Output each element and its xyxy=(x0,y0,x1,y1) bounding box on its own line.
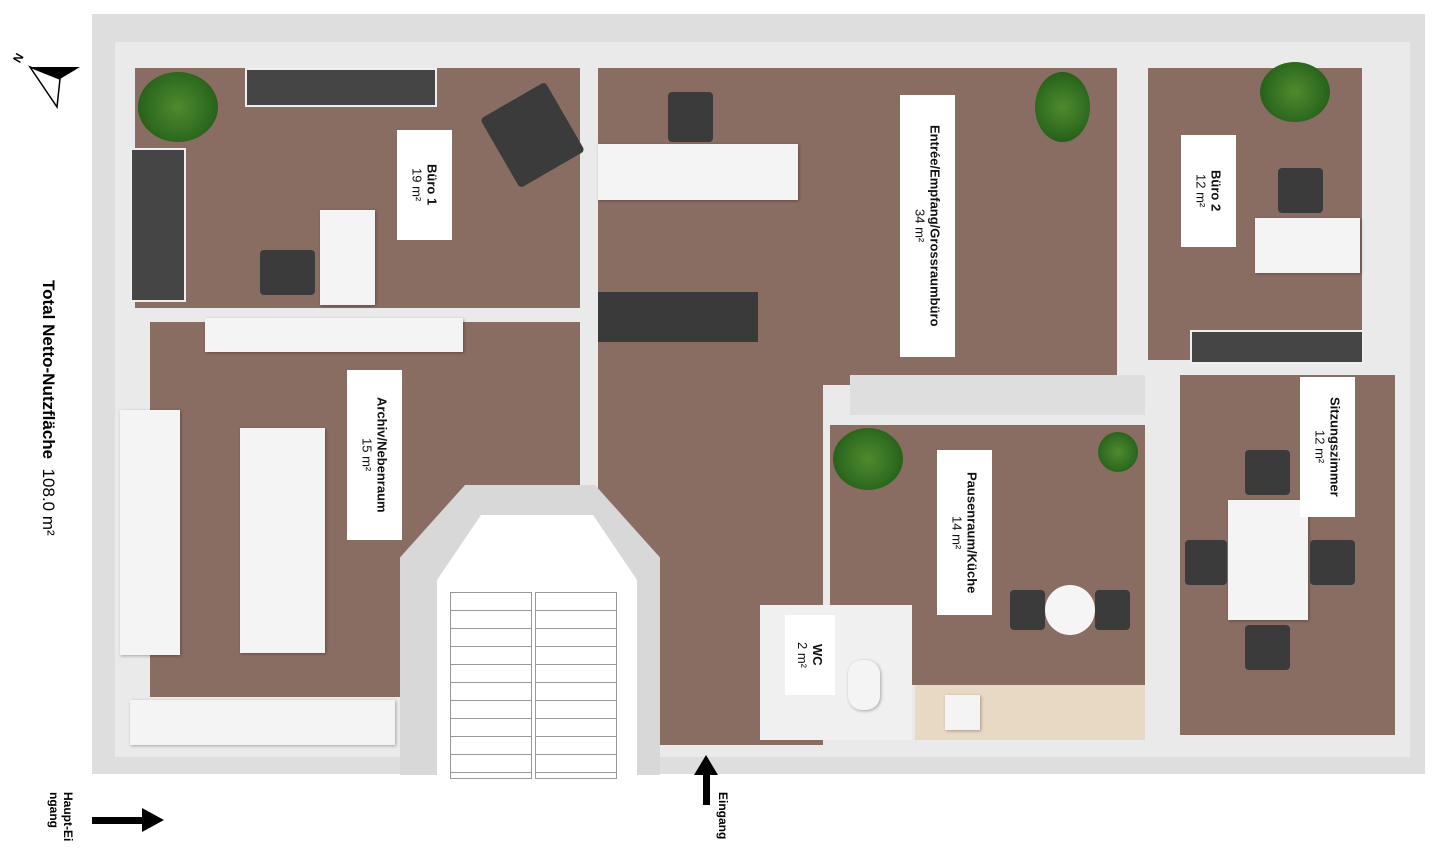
room-area: 14 m² xyxy=(949,515,965,550)
stairs-down xyxy=(450,592,532,779)
room-area: 34 m² xyxy=(912,209,928,243)
toilet xyxy=(848,660,880,710)
chair xyxy=(260,250,315,295)
plant xyxy=(1035,72,1090,142)
desk xyxy=(320,210,375,305)
room-area: 15 m² xyxy=(359,438,375,472)
plant xyxy=(1260,62,1330,122)
plant xyxy=(1098,432,1138,472)
meeting-table xyxy=(1228,500,1308,620)
shelf xyxy=(130,148,186,302)
room-name: Pausenraum/Küche xyxy=(964,471,980,594)
room-name: Büro 1 xyxy=(424,164,440,206)
chair xyxy=(1185,540,1227,585)
room-name: WC xyxy=(810,644,825,666)
room-wc xyxy=(760,605,912,740)
archive-shelf xyxy=(120,410,180,655)
sink xyxy=(945,695,980,730)
entrance-arrow-icon xyxy=(694,755,718,805)
plant xyxy=(138,72,218,142)
chair xyxy=(1245,450,1290,495)
archive-table xyxy=(240,428,325,653)
stairs-up xyxy=(535,592,617,779)
shelf xyxy=(1190,330,1364,364)
total-area-label: Total Netto-Nutzfläche 108.0 m² xyxy=(38,280,58,536)
reception-wall xyxy=(850,375,1145,415)
chair xyxy=(668,92,713,142)
chair xyxy=(1245,625,1290,670)
room-name: Archiv/Nebenraum xyxy=(374,397,390,513)
reception-counter xyxy=(598,292,758,342)
shelf-unit xyxy=(205,318,463,352)
room-name: Büro 2 xyxy=(1208,170,1224,212)
main-entrance-label: Haupt-Eingang xyxy=(47,792,75,842)
total-area-value: 108.0 m² xyxy=(39,468,58,536)
reception-desk xyxy=(598,144,798,200)
chair xyxy=(1310,540,1355,585)
archive-cabinet xyxy=(130,700,395,745)
compass-arrow-icon xyxy=(28,65,80,110)
room-name: Entrée/Empfang/Grossraumbüro xyxy=(927,125,943,327)
room-area: 19 m² xyxy=(409,168,425,202)
room-name: Sitzungszimmer xyxy=(1327,397,1343,497)
chair xyxy=(1095,590,1130,630)
shelf xyxy=(245,68,437,107)
room-area: 12 m² xyxy=(1312,430,1328,464)
room-area: 12 m² xyxy=(1193,174,1209,208)
plant xyxy=(833,428,903,490)
room-area: 2 m² xyxy=(795,642,810,668)
north-compass: N xyxy=(10,45,82,110)
main-entrance-arrow-icon xyxy=(92,808,164,832)
desk xyxy=(1255,218,1360,273)
chair xyxy=(1010,590,1045,630)
chair xyxy=(1278,168,1323,213)
round-table xyxy=(1045,585,1095,635)
total-area-title: Total Netto-Nutzfläche xyxy=(39,280,58,460)
entrance-label: Eingang xyxy=(716,792,730,840)
